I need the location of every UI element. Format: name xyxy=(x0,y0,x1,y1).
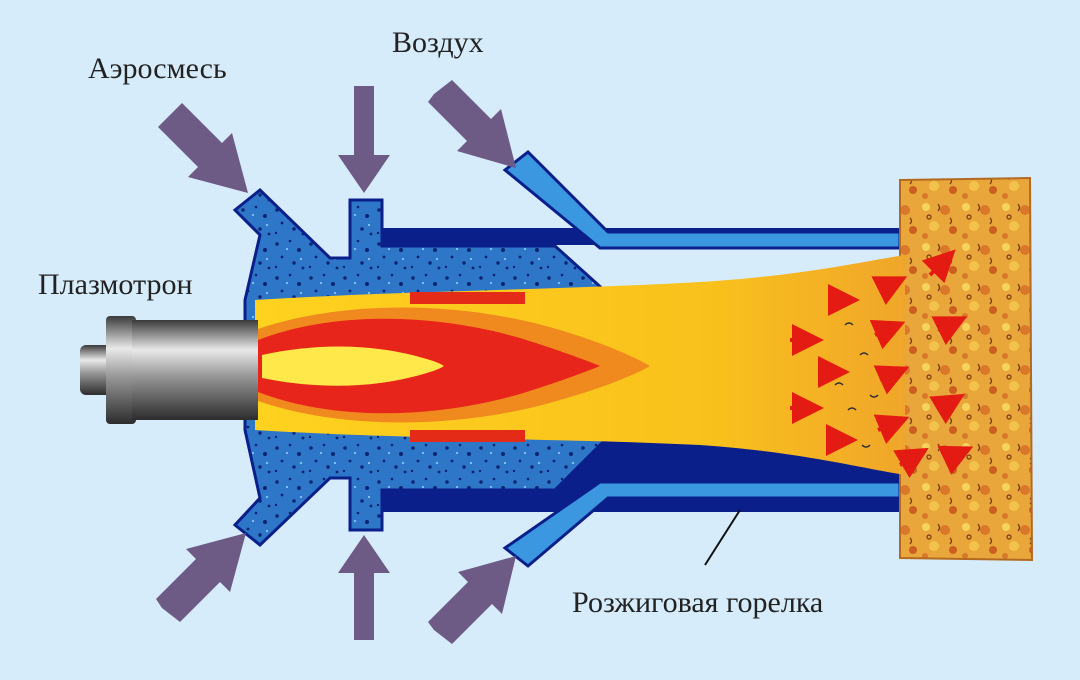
electrode-top xyxy=(410,292,525,304)
inflow-arrow-icon xyxy=(158,103,248,193)
inflow-arrow-icon xyxy=(428,556,516,644)
inflow-arrows xyxy=(156,80,516,644)
label-gorelka: Розжиговая горелка xyxy=(572,586,824,619)
gorelka-leader-line xyxy=(704,509,741,566)
electrode-bottom xyxy=(410,430,525,442)
flame-jet xyxy=(255,255,905,475)
coal-zone xyxy=(899,176,1034,562)
label-vozduh: Воздух xyxy=(392,26,484,59)
spark-arrow-icon xyxy=(871,276,908,306)
inflow-arrow-icon xyxy=(428,80,516,168)
plasmatron-icon xyxy=(80,316,258,424)
spark-arrow-icon xyxy=(937,445,974,475)
inflow-arrow-icon xyxy=(338,86,390,193)
spark-arrow-icon xyxy=(869,319,906,350)
inflow-arrow-icon xyxy=(338,535,390,640)
spark-arrow-icon xyxy=(873,414,910,444)
label-plazmotron: Плазмотрон xyxy=(38,268,193,301)
inflow-arrow-icon xyxy=(156,533,246,622)
spark-arrows xyxy=(790,249,974,478)
spark-arrow-icon xyxy=(873,365,910,395)
spark-arrow-icon xyxy=(929,393,965,425)
spark-arrow-icon xyxy=(921,249,956,284)
particles xyxy=(834,322,879,448)
label-aerosmes: Аэросмесь xyxy=(88,52,227,85)
spark-arrow-icon xyxy=(893,447,929,478)
spark-arrow-icon xyxy=(931,316,968,346)
